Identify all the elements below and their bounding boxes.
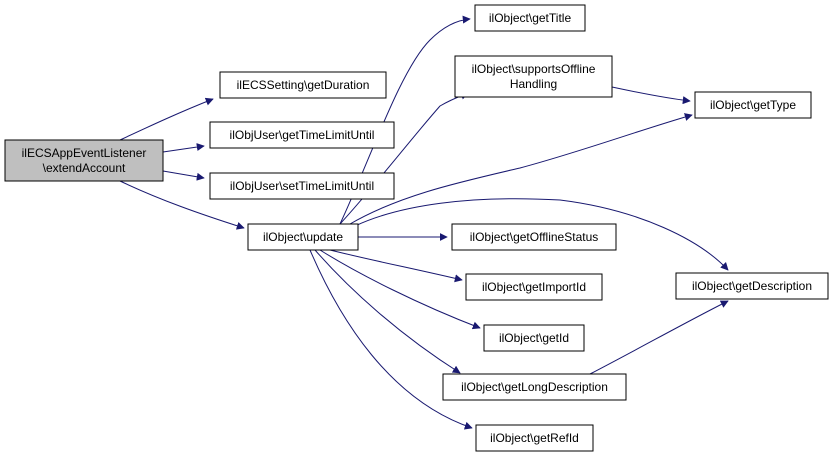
edge-update-to-supportsOfflineHandling (339, 91, 469, 225)
node-getOfflineStatus[interactable]: ilObject\getOfflineStatus (451, 223, 617, 251)
edge-extendAccount-to-getDuration (119, 97, 214, 141)
node-box (247, 223, 359, 251)
edge-arrow (314, 249, 461, 374)
node-label-line: \extendAccount (43, 161, 126, 175)
node-update[interactable]: ilObject\update (247, 223, 359, 251)
node-label-line: ilObject\getId (499, 331, 569, 345)
node-getType[interactable]: ilObject\getType (694, 91, 812, 119)
node-box (219, 71, 387, 99)
edge-arrow (309, 249, 473, 430)
node-getTimeLimitUntil[interactable]: ilObjUser\getTimeLimitUntil (209, 121, 395, 149)
edge-arrow (119, 180, 245, 230)
edge-update-to-getImportId (329, 249, 463, 283)
node-box (465, 273, 603, 301)
node-getId[interactable]: ilObject\getId (483, 324, 585, 352)
edge-arrow (329, 249, 463, 283)
edge-arrow (162, 143, 205, 153)
node-box (454, 55, 613, 98)
edges-layer (119, 15, 729, 430)
edge-update-to-getId (319, 249, 481, 330)
node-label-line: ilECSAppEventListener (22, 146, 147, 160)
edge-update-to-getRefId (309, 249, 473, 430)
node-label-line: ilObject\supportsOffline (472, 62, 596, 76)
node-box (209, 121, 395, 149)
nodes-layer: ilECSAppEventListener\extendAccountilECS… (4, 4, 829, 452)
node-box (483, 324, 585, 352)
node-label-line: ilECSSetting\getDuration (237, 78, 370, 92)
node-label-line: ilObjUser\setTimeLimitUntil (230, 179, 374, 193)
node-box (451, 223, 617, 251)
node-box (4, 139, 164, 182)
node-box (675, 272, 829, 300)
node-getImportId[interactable]: ilObject\getImportId (465, 273, 603, 301)
node-getTitle[interactable]: ilObject\getTitle (474, 4, 586, 32)
node-box (209, 172, 395, 200)
node-getDuration[interactable]: ilECSSetting\getDuration (219, 71, 387, 99)
node-extendAccount: ilECSAppEventListener\extendAccount (4, 139, 164, 182)
edge-arrow (349, 113, 693, 225)
node-label-line: ilObject\getLongDescription (461, 380, 608, 394)
edge-update-to-getType (349, 113, 693, 225)
edge-update-to-getDescription (354, 198, 729, 271)
node-label-line: Handling (510, 77, 557, 91)
node-box (694, 91, 812, 119)
edge-extendAccount-to-getTimeLimitUntil (162, 143, 205, 153)
edge-arrow (119, 97, 214, 141)
node-box (475, 424, 594, 452)
edge-update-to-getLongDescription (314, 249, 461, 374)
edge-arrow (162, 170, 205, 181)
edge-arrow (589, 300, 729, 375)
edge-getLongDescription-to-getDescription (589, 300, 729, 375)
node-label-line: ilObject\getOfflineStatus (470, 230, 599, 244)
node-label-line: ilObjUser\getTimeLimitUntil (230, 128, 375, 142)
node-label-line: ilObject\getTitle (489, 11, 572, 25)
edge-arrow (354, 198, 729, 271)
node-box (442, 373, 627, 401)
node-getRefId[interactable]: ilObject\getRefId (475, 424, 594, 452)
node-box (474, 4, 586, 32)
edge-arrow (611, 86, 691, 105)
edge-extendAccount-to-update (119, 180, 245, 230)
edge-extendAccount-to-setTimeLimitUntil (162, 170, 205, 181)
node-label-line: ilObject\getDescription (692, 279, 812, 293)
edge-supportsOfflineHandling-to-getType (611, 86, 691, 105)
edge-arrow (339, 91, 469, 225)
node-label-line: ilObject\getRefId (490, 431, 579, 445)
node-label-line: ilObject\getImportId (482, 280, 586, 294)
node-getLongDescription[interactable]: ilObject\getLongDescription (442, 373, 627, 401)
edge-arrow (319, 249, 481, 330)
node-setTimeLimitUntil[interactable]: ilObjUser\setTimeLimitUntil (209, 172, 395, 200)
node-getDescription[interactable]: ilObject\getDescription (675, 272, 829, 300)
node-label-line: ilObject\getType (710, 98, 796, 112)
node-label-line: ilObject\update (263, 230, 343, 244)
